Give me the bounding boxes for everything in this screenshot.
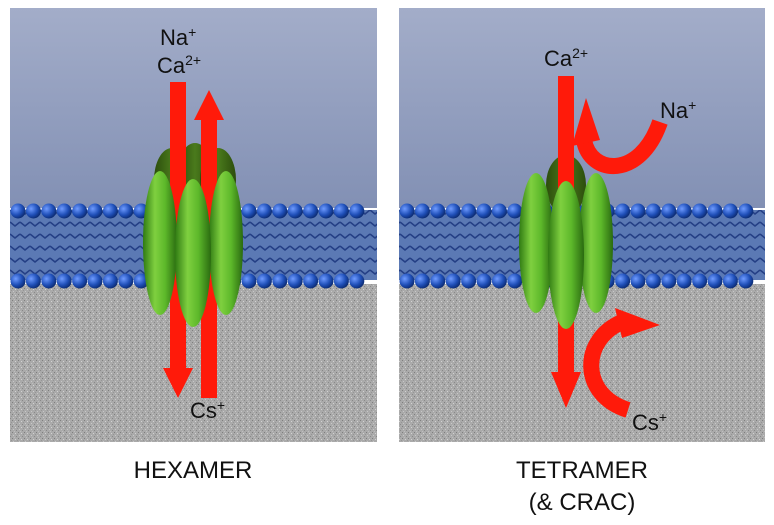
lipid-head [303,273,319,289]
channel-subunit [579,173,613,313]
lipid-head [461,203,477,219]
panel-caption: TETRAMER (& CRAC) [482,455,682,519]
ion-label-na: Na+ [160,24,196,50]
lipid-head [102,273,118,289]
panel-caption: HEXAMER [93,455,293,487]
lipid-head [349,273,365,289]
lipid-head [414,273,430,289]
lipid-head [615,203,631,219]
lipid-head [349,203,365,219]
lipid-head [118,203,134,219]
ion-label-cs: Cs+ [190,397,225,423]
lipid-head [476,273,492,289]
lipid-head [102,203,118,219]
lipid-head [399,273,415,289]
lipid-head [661,203,677,219]
lipid-head [241,273,257,289]
lipid-head [430,203,446,219]
lipid-head [287,203,303,219]
lipid-head [25,273,41,289]
lipid-head [241,203,257,219]
lipid-head [491,203,507,219]
hexamer-panel: Na+ Ca2+ Cs+ [10,8,377,442]
lipid-head [645,203,661,219]
lipid-head [722,273,738,289]
lipid-head [256,203,272,219]
lipid-head [318,273,334,289]
lipid-head [25,203,41,219]
lipid-head [399,203,415,219]
lipid-head [333,203,349,219]
lipid-head [507,273,523,289]
lipid-head [272,203,288,219]
lipid-head [72,203,88,219]
lipid-head [645,273,661,289]
lipid-head [707,273,723,289]
lipid-head [56,273,72,289]
lipid-head [10,273,26,289]
lipid-head [738,203,754,219]
lipid-head [41,273,57,289]
channel-subunit [519,173,553,313]
lipid-head [676,273,692,289]
channel-subunit [143,171,177,315]
cytoplasm-region [399,284,765,442]
caption-line: TETRAMER [516,457,648,484]
lipid-head [507,203,523,219]
lipid-head [272,273,288,289]
lipid-head [87,273,103,289]
blocked-cs-arrow [583,308,660,418]
channel-subunit [209,171,243,315]
lipid-head [72,273,88,289]
ion-label-ca: Ca2+ [157,52,201,78]
lipid-head [10,203,26,219]
channel-subunit [548,181,584,329]
ion-label-na: Na+ [660,97,696,123]
channel-subunit [175,179,211,327]
lipid-head [333,273,349,289]
lipid-head [256,273,272,289]
lipid-head [692,203,708,219]
ion-label-cs: Cs+ [632,409,667,435]
lipid-head [722,203,738,219]
lipid-head [445,203,461,219]
lipid-head [692,273,708,289]
lipid-head [56,203,72,219]
lipid-head [630,203,646,219]
lipid-head [707,203,723,219]
lipid-head [303,203,319,219]
lipid-head [615,273,631,289]
lipid-head [87,203,103,219]
ion-label-ca: Ca2+ [544,45,588,71]
lipid-head [676,203,692,219]
blocked-na-arrow [572,98,668,175]
lipid-heads-top [399,203,754,219]
lipid-head [491,273,507,289]
lipid-head [318,203,334,219]
lipid-head [430,273,446,289]
lipid-head [287,273,303,289]
lipid-head [414,203,430,219]
lipid-head [133,273,149,289]
caption-line: HEXAMER [133,457,253,484]
caption-line: (& CRAC) [528,489,636,516]
lipid-head [41,203,57,219]
lipid-head [476,203,492,219]
lipid-head [738,273,754,289]
tetramer-panel: Ca2+ Na+ Cs+ [399,8,765,442]
lipid-head [118,273,134,289]
lipid-head [661,273,677,289]
lipid-head [445,273,461,289]
lipid-head [630,273,646,289]
lipid-head [461,273,477,289]
